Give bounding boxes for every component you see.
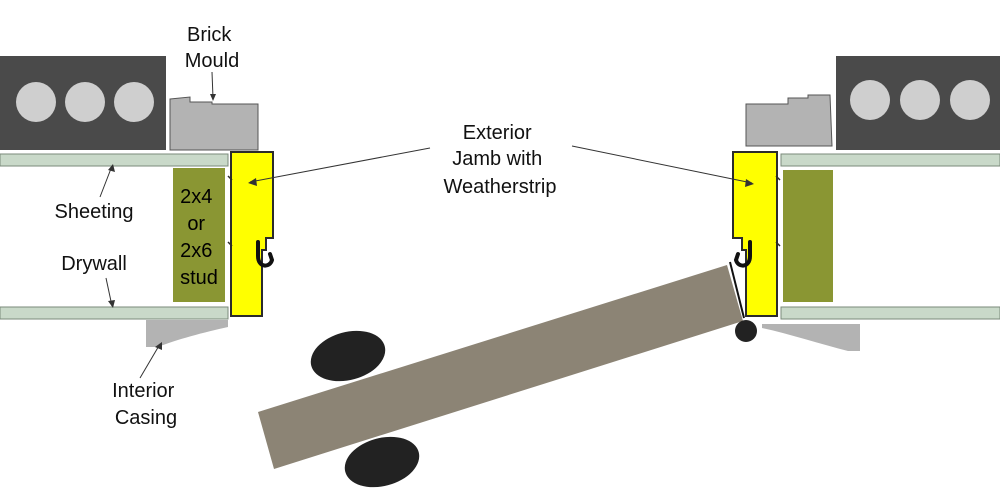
brick-mould-label-line: Mould — [185, 50, 239, 72]
left-brick-hole — [16, 82, 56, 122]
stud-label-line: stud — [180, 267, 218, 289]
right-interior-casing — [762, 324, 860, 351]
right-brick-hole — [950, 80, 990, 120]
right-weatherstrip — [733, 240, 752, 268]
left-weatherstrip — [256, 240, 275, 268]
hinge — [735, 320, 757, 342]
right-jamb-notch — [775, 241, 781, 247]
door-knob — [310, 330, 386, 382]
left-interior-casing — [146, 320, 228, 347]
right-brick-mould — [745, 94, 833, 147]
brick-mould-label: Brick Mould — [185, 24, 239, 72]
right-drywall — [780, 306, 1000, 320]
exterior-jamb-label-line: Jamb with — [452, 148, 542, 170]
interior-casing-label: Interior Casing — [112, 380, 180, 429]
left-sheeting — [0, 153, 229, 167]
left-exterior-jamb — [230, 151, 274, 317]
interior-casing-label-line: Interior — [112, 380, 175, 402]
right-exterior-jamb — [732, 151, 778, 317]
left-stud — [173, 168, 225, 302]
right-brick-hole — [900, 80, 940, 120]
left-drywall — [0, 306, 229, 320]
arrowhead — [108, 300, 115, 308]
stud-label-line: 2x4 — [180, 186, 212, 208]
sheeting-label: Sheeting — [55, 201, 134, 223]
exterior-jamb-label-line: Weatherstrip — [443, 176, 556, 198]
right-wall-assembly — [732, 56, 1000, 351]
stud-label-line: or — [187, 213, 205, 235]
left-brick-mould — [169, 96, 259, 151]
arrowhead — [248, 178, 257, 186]
right-jamb-notch — [775, 175, 781, 181]
door-assembly — [258, 261, 757, 488]
jamb-leader-left — [249, 147, 431, 183]
brick-mould-label-line: Brick — [187, 24, 232, 46]
arrowhead — [108, 164, 115, 172]
casing-leader — [139, 343, 161, 379]
left-wall-assembly — [0, 56, 275, 347]
left-jamb-notch — [227, 241, 233, 247]
arrowhead — [745, 179, 754, 187]
sheeting-leader — [99, 165, 113, 198]
leader-lines — [99, 71, 754, 379]
interior-casing-label-line: Casing — [115, 407, 177, 429]
arrowhead — [155, 342, 162, 350]
stud-label: 2x4 or 2x6 stud — [180, 186, 218, 289]
open-door-slab — [258, 265, 743, 469]
stud-label-line: 2x6 — [180, 240, 212, 262]
right-brick-hole — [850, 80, 890, 120]
door-stop-line — [729, 261, 745, 319]
right-stud — [783, 170, 833, 302]
exterior-jamb-label-line: Exterior — [463, 122, 532, 144]
right-sheeting — [780, 153, 1000, 167]
door-knob — [344, 436, 420, 488]
left-brick-hole — [65, 82, 105, 122]
jamb-leader-right — [571, 145, 753, 184]
left-brick-hole — [114, 82, 154, 122]
exterior-jamb-label: Exterior Jamb with Weatherstrip — [443, 122, 556, 198]
brick-mould-leader — [211, 71, 214, 99]
left-jamb-notch — [227, 175, 233, 181]
drywall-label: Drywall — [61, 253, 127, 275]
arrowhead — [210, 94, 216, 101]
